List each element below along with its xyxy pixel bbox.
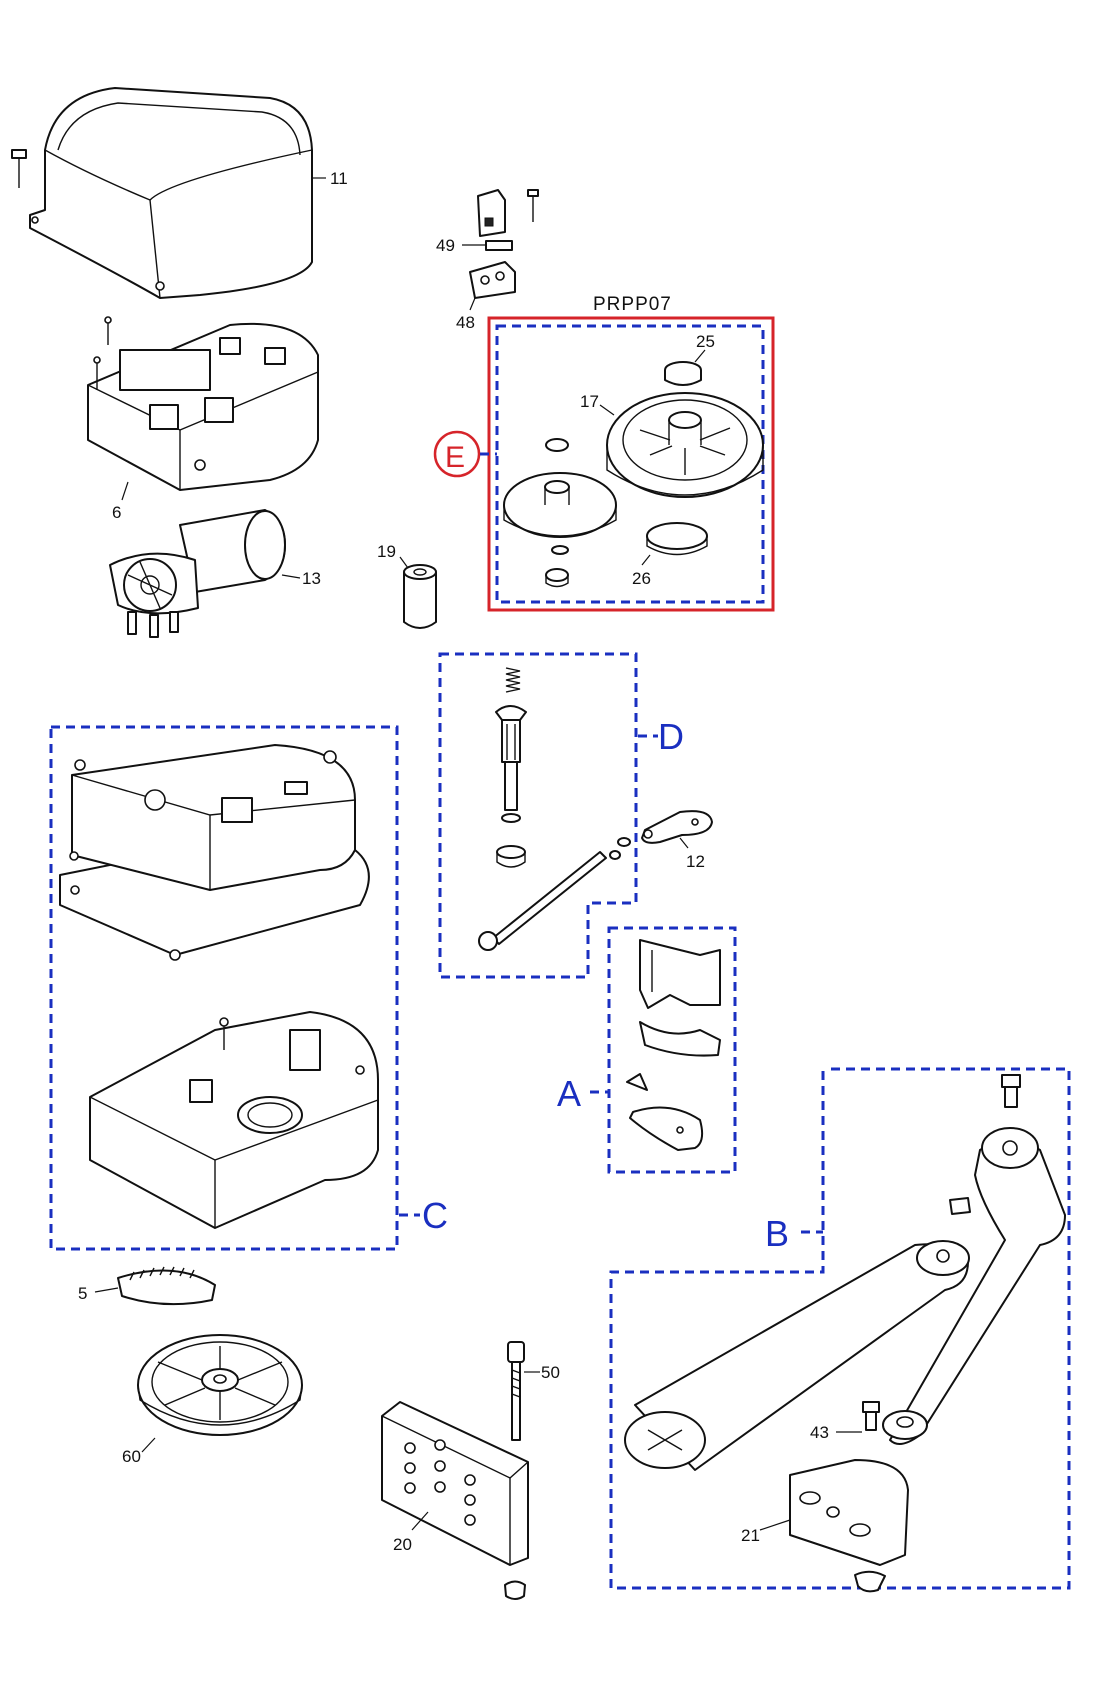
group-b-arm-parts	[624, 1074, 1066, 1593]
group-c-lower-housing	[89, 1011, 379, 1229]
part-number-21: 21	[741, 1526, 760, 1545]
part-number-43: 43	[810, 1423, 829, 1442]
kit-prpp07-outline	[487, 316, 775, 612]
part-number-13: 13	[302, 569, 321, 588]
group-d-label: D	[658, 716, 684, 757]
group-d-outline	[438, 652, 638, 979]
part-small-gear	[503, 438, 617, 588]
part-number-5: 5	[78, 1284, 87, 1303]
part-12-lever	[641, 810, 713, 844]
part-number-11: 11	[330, 169, 348, 188]
part-number-20: 20	[393, 1535, 412, 1554]
part-number-25: 25	[696, 332, 715, 351]
part-number-50: 50	[541, 1363, 560, 1382]
part-6-chassis	[87, 316, 319, 491]
part-number-26: 26	[632, 569, 651, 588]
part-60-wheel	[137, 1334, 303, 1436]
part-number-60: 60	[122, 1447, 141, 1466]
part-50-bolt	[507, 1341, 525, 1441]
part-number-17: 17	[580, 392, 599, 411]
part-25-bushing	[664, 361, 702, 386]
group-b-label: B	[765, 1213, 789, 1254]
group-d-shaft-parts	[478, 667, 631, 951]
part-number-6: 6	[112, 503, 121, 522]
part-number-48: 48	[456, 313, 475, 332]
group-c-outline	[49, 725, 399, 1251]
group-a-outline	[607, 926, 737, 1174]
part-11-cover	[11, 87, 313, 299]
part-number-19: 19	[377, 542, 396, 561]
group-e-outline	[495, 324, 765, 604]
part-26-ring	[646, 522, 708, 556]
part-number-49: 49	[436, 236, 455, 255]
part-20-bracket	[381, 1401, 529, 1600]
group-a-parts	[626, 939, 721, 1151]
part-48-49-terminal	[469, 189, 539, 299]
group-c-upper-housing	[59, 744, 370, 961]
part-17-large-gear	[606, 392, 764, 498]
part-13-motor	[109, 509, 286, 638]
group-b-outline	[609, 1067, 1071, 1590]
group-a-label: A	[557, 1073, 581, 1114]
group-e-label: E	[445, 441, 465, 474]
part-5-cap	[117, 1266, 216, 1306]
part-19-spacer	[403, 564, 437, 629]
group-c-label: C	[422, 1195, 448, 1236]
part-number-12: 12	[686, 852, 705, 871]
group-e-marker	[433, 430, 481, 478]
kit-code-label: PRPP07	[593, 294, 672, 315]
